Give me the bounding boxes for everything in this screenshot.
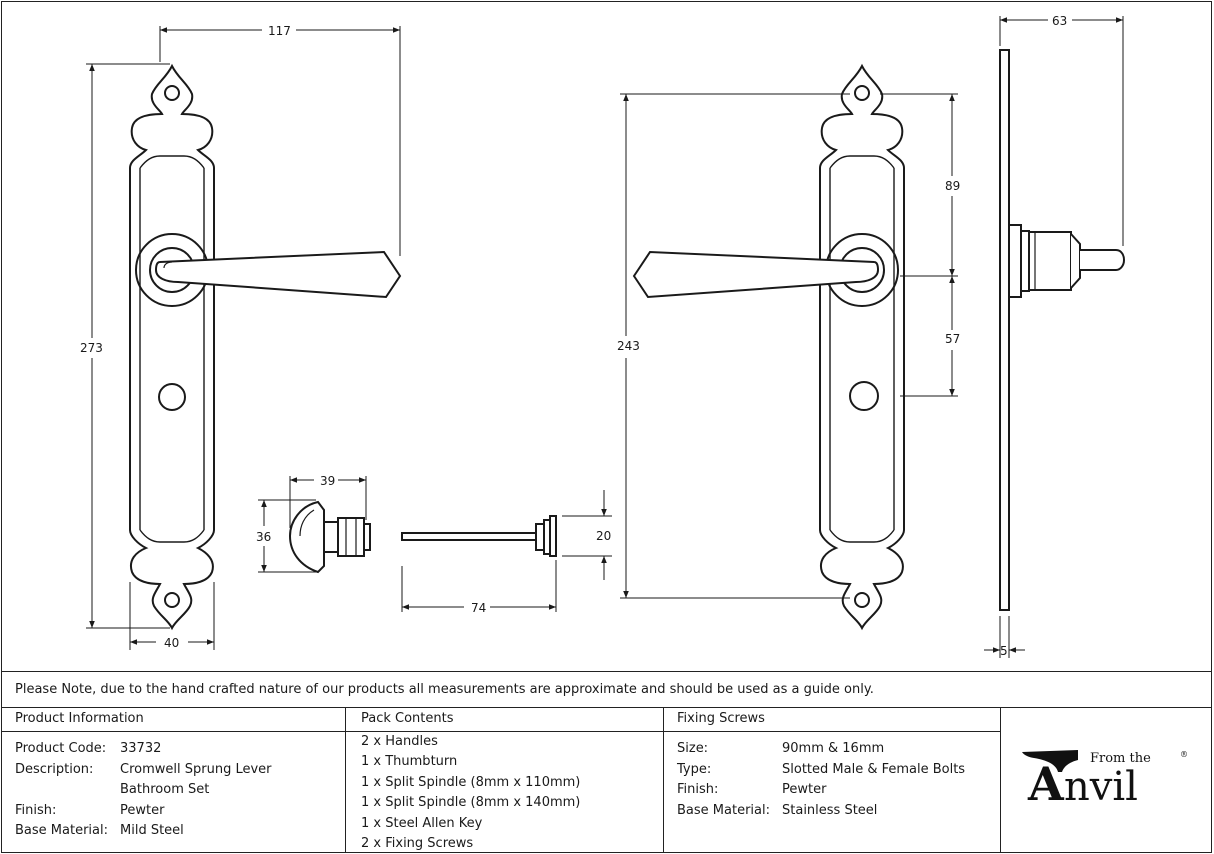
dim-front-width: 117 xyxy=(268,24,291,38)
list-item: 1 x Split Spindle (8mm x 140mm) xyxy=(361,795,581,811)
spindle-dimension-lines xyxy=(401,490,612,612)
logo-initial: A xyxy=(1027,757,1065,811)
column-divider-2 xyxy=(663,707,664,853)
list-item: 2 x Handles xyxy=(361,734,438,749)
anvil-shape-icon xyxy=(1022,750,1078,772)
screw-size-label: Size: xyxy=(677,741,709,756)
dim-front-height: 273 xyxy=(80,341,103,355)
logo-from-the: From the xyxy=(1090,751,1151,766)
screw-finish-label: Finish: xyxy=(677,782,719,797)
dim-upper-span: 89 xyxy=(945,179,960,193)
anvil-logo-icon: From the ® A nvil xyxy=(1022,750,1188,811)
logo-registered: ® xyxy=(1180,750,1188,759)
dim-back-height: 243 xyxy=(617,339,640,353)
front-dimension-lines xyxy=(86,26,401,650)
column-divider-3 xyxy=(1000,707,1001,853)
list-item: 1 x Thumbturn xyxy=(361,754,458,770)
finish-label: Finish: xyxy=(15,803,57,818)
dim-plate-width: 40 xyxy=(164,636,179,650)
thumbturn-dimension-lines xyxy=(258,476,367,573)
back-dimension-lines xyxy=(620,93,958,599)
dim-projection: 63 xyxy=(1052,14,1067,28)
thumbturn-drawing xyxy=(288,500,371,574)
list-item: 1 x Split Spindle (8mm x 110mm) xyxy=(361,774,581,790)
note-divider xyxy=(1,707,1212,708)
base-material-label: Base Material: xyxy=(15,823,108,838)
screw-type-label: Type: xyxy=(677,762,712,777)
back-view-backplate xyxy=(632,63,905,631)
front-view-backplate xyxy=(129,63,402,631)
dim-plate-thickness: 5 xyxy=(1000,644,1008,658)
screw-type-value: Slotted Male & Female Bolts xyxy=(782,762,966,777)
description-label: Description: xyxy=(15,762,94,777)
list-item: 2 x Fixing Screws xyxy=(361,836,474,852)
product-info-header: Product Information xyxy=(15,711,144,726)
logo-rest: nvil xyxy=(1064,764,1138,810)
product-code-label: Product Code: xyxy=(15,741,107,756)
dim-spindle-length: 74 xyxy=(471,601,486,615)
header-divider xyxy=(1,731,1000,732)
list-item: 1 x Steel Allen Key xyxy=(361,815,483,831)
side-view xyxy=(999,49,1126,611)
screw-size-value: 90mm & 16mm xyxy=(782,741,885,756)
table-top-border xyxy=(1,671,1212,672)
description-value: Cromwell Sprung Lever xyxy=(120,762,272,777)
pack-contents-list: 2 x Handles 1 x Thumbturn 1 x Split Spin… xyxy=(361,732,580,854)
dim-lower-span: 57 xyxy=(945,332,960,346)
column-divider-1 xyxy=(345,707,346,853)
spindle-drawing xyxy=(401,515,557,557)
pack-contents-header: Pack Contents xyxy=(361,711,454,726)
side-dimension-lines xyxy=(984,16,1124,658)
dim-spindle-head: 20 xyxy=(596,529,611,543)
screw-material-label: Base Material: xyxy=(677,803,770,818)
finish-value: Pewter xyxy=(120,803,165,818)
measurement-note: Please Note, due to the hand crafted nat… xyxy=(15,682,874,697)
screw-material-value: Stainless Steel xyxy=(782,803,878,818)
base-material-value: Mild Steel xyxy=(120,823,184,838)
fixing-screws-header: Fixing Screws xyxy=(677,711,765,726)
description-value-line2: Bathroom Set xyxy=(120,782,210,797)
screw-finish-value: Pewter xyxy=(782,782,827,797)
dim-thumbturn-height: 36 xyxy=(256,530,271,544)
product-code-value: 33732 xyxy=(120,741,162,756)
technical-drawing: 117 273 40 243 89 57 xyxy=(80,14,1126,658)
dim-thumbturn-length: 39 xyxy=(320,474,335,488)
